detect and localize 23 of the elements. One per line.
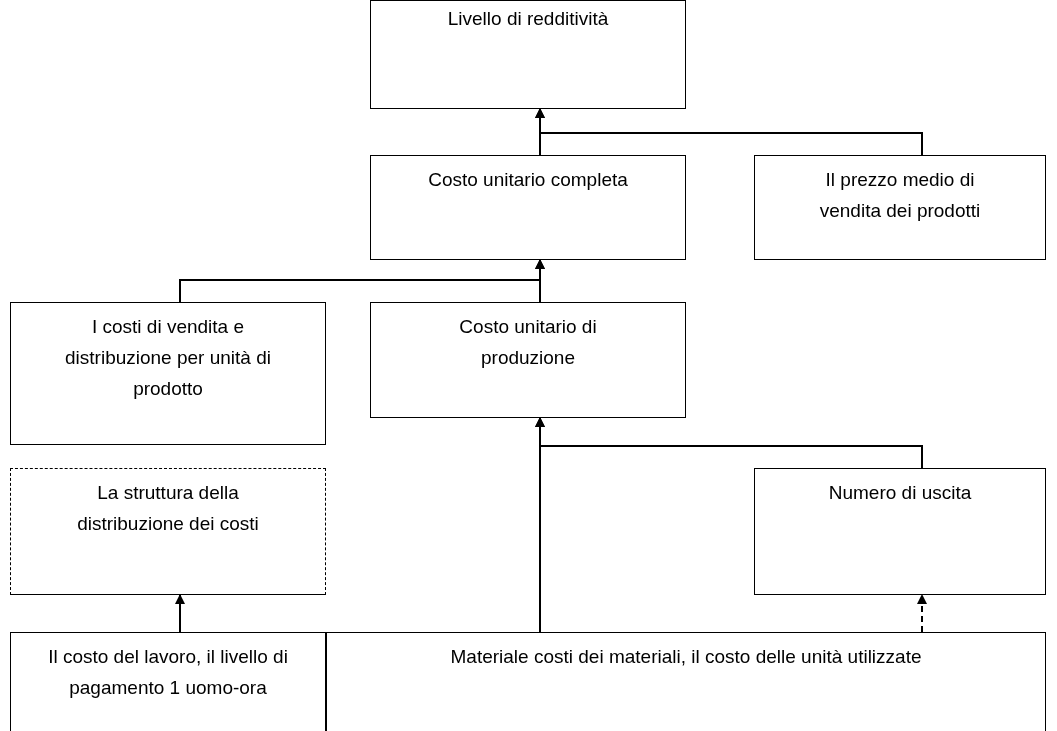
arrow <box>535 417 923 469</box>
process-box <box>370 0 686 109</box>
arrow <box>535 259 545 303</box>
box-label: La struttura della distribuzione dei costi <box>76 481 260 536</box>
box-label: Il prezzo medio di vendita dei prodotti <box>818 168 982 223</box>
arrow <box>917 594 927 633</box>
process-box <box>10 632 326 731</box>
arrow <box>535 108 923 156</box>
box-label: I costi di vendita e distribuzione per unità di prodotto <box>64 315 272 401</box>
box-label: Costo unitario completa <box>428 168 628 192</box>
dashed-box <box>10 468 326 595</box>
box-label: Materiale costi dei materiali, il costo delle unità utilizzate <box>450 645 922 669</box>
arrow <box>175 594 185 633</box>
process-box <box>754 468 1046 595</box>
process-box <box>10 302 326 445</box>
process-box <box>370 302 686 418</box>
box-label: Costo unitario di produzione <box>458 315 598 370</box>
box-label: Il costo del lavoro, il livello di pagamento 1 uomo-ora <box>47 645 289 700</box>
box-label: Livello di redditività <box>447 7 609 31</box>
process-box <box>326 632 1046 731</box>
process-box <box>754 155 1046 260</box>
box-label: Numero di uscita <box>828 481 972 505</box>
process-box <box>370 155 686 260</box>
